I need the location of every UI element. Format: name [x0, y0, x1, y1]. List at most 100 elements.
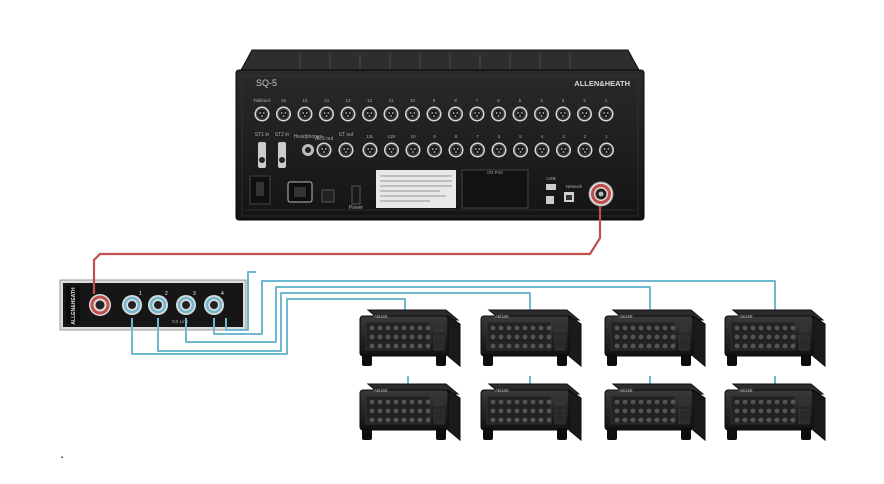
xlr-input-3 [555, 106, 571, 122]
xlr-output-label: 1 [605, 134, 608, 139]
xlr-input-8 [448, 106, 463, 122]
xlr-input-11 [383, 106, 399, 122]
xlr-input-6 [491, 106, 506, 122]
usb-label: USB [546, 176, 555, 181]
stagebox-model-label: AB168 [495, 314, 509, 319]
xlr-input-label: Talkback [253, 98, 271, 103]
xlr-input-label: 15 [302, 98, 308, 103]
xlr-input-label: 8 [454, 98, 457, 103]
cable-stagebox-2 [157, 292, 531, 352]
xlr-output-10 [405, 142, 421, 158]
xlr-output-label: 5 [519, 134, 522, 139]
xlr-st-out [338, 142, 354, 158]
network-label: Network [566, 184, 583, 189]
hub-port-ring [177, 296, 195, 314]
mixer-usb-ports [546, 184, 556, 204]
st-out-label: ST out [339, 132, 354, 138]
xlr-output-label: 12L [366, 134, 374, 139]
mixer-brand-label: ALLEN&HEATH [574, 79, 630, 88]
xlr-input-label: 7 [476, 98, 479, 103]
xlr-input-10 [405, 106, 420, 122]
power-label: Power [349, 205, 364, 211]
stagebox-model-label: AB168 [739, 388, 753, 393]
mixer-stereo-input-jacks [258, 142, 286, 168]
xlr-output-8 [448, 142, 464, 158]
stagebox-model-label: AB168 [374, 388, 388, 393]
mixer-info-plate [376, 170, 456, 208]
xlr-output-4 [534, 142, 550, 158]
xlr-input-15 [297, 106, 313, 122]
mixer-link-cable [92, 206, 602, 294]
hub-port-ring [205, 296, 223, 314]
hub-port-number: 4 [221, 291, 224, 297]
hub-port-ring [149, 296, 167, 314]
xlr-output-3 [556, 142, 571, 158]
xlr-input-7 [469, 106, 485, 122]
stagebox-model-label: AB168 [374, 314, 388, 319]
cable-stagebox-4 [213, 280, 776, 335]
aes-out-label: AES out [315, 136, 334, 142]
xlr-output-label: 4 [541, 134, 544, 139]
xlr-input-label: 11 [389, 98, 394, 103]
headphones-jack [302, 144, 314, 156]
xlr-input-label: 16 [281, 98, 287, 103]
xlr-input-14 [319, 106, 334, 122]
xlr-input-4 [534, 106, 549, 122]
footnote-mark: . [60, 445, 64, 461]
io-port-label: I/O Port [487, 170, 503, 175]
stagebox-model-label: AB168 [739, 314, 753, 319]
mixer-io-port [461, 169, 529, 209]
xlr-output-7 [470, 142, 485, 158]
xlr-input-label: 6 [497, 98, 500, 103]
mixer-slink-port [588, 181, 614, 207]
st1-input-label: ST1 in [255, 132, 270, 138]
xlr-input-label: 10 [410, 98, 416, 103]
xlr-input-5 [512, 106, 528, 122]
xlr-output-11R [384, 142, 399, 158]
xlr-input-Talkback [254, 106, 270, 122]
hub-port-core [154, 301, 162, 309]
xlr-input-label: 1 [605, 98, 608, 103]
xlr-input-12 [362, 106, 377, 122]
hub-port-number: 3 [193, 291, 196, 297]
xlr-input-label: 14 [324, 98, 330, 103]
xlr-output-label: 8 [455, 134, 458, 139]
xlr-input-label: 4 [540, 98, 543, 103]
xlr-output-label: 11R [388, 134, 397, 139]
stagebox-model-label: AB168 [619, 314, 633, 319]
cable-stagebox-3 [185, 286, 651, 343]
stagebox-cables [131, 271, 776, 384]
xlr-input-13 [340, 106, 356, 122]
mixer-power-inlet [249, 175, 361, 205]
hub-brand-label: ALLEN&HEATH [71, 287, 77, 325]
xlr-output-label: 9 [433, 134, 436, 139]
xlr-input-16 [276, 106, 291, 122]
xlr-aes-out [316, 142, 332, 158]
cable-stagebox-1 [131, 298, 406, 355]
xlr-output-2 [577, 142, 593, 158]
hub-port-core [210, 301, 218, 309]
xlr-output-label: 10 [410, 134, 416, 139]
xlr-input-label: 2 [583, 98, 586, 103]
mixer-model-label: SQ-5 [256, 78, 277, 88]
cable-hub-loop [225, 271, 256, 331]
xlr-input-label: 5 [519, 98, 522, 103]
xlr-output-9 [427, 142, 442, 158]
stagebox-model-label: AB168 [619, 388, 633, 393]
hub-port-core [128, 301, 136, 309]
mixer-network-port [564, 192, 574, 202]
hub-port-number: 1 [139, 291, 142, 297]
xlr-input-label: 13 [345, 98, 351, 103]
st2-input-label: ST2 in [275, 132, 290, 138]
xlr-input-label: 12 [367, 98, 373, 103]
stagebox-model-label: AB168 [495, 388, 509, 393]
hub-port-core [182, 301, 190, 309]
hub-footer-label: GX Link [172, 319, 189, 324]
xlr-output-1 [599, 142, 614, 158]
xlr-output-label: 7 [476, 134, 479, 139]
